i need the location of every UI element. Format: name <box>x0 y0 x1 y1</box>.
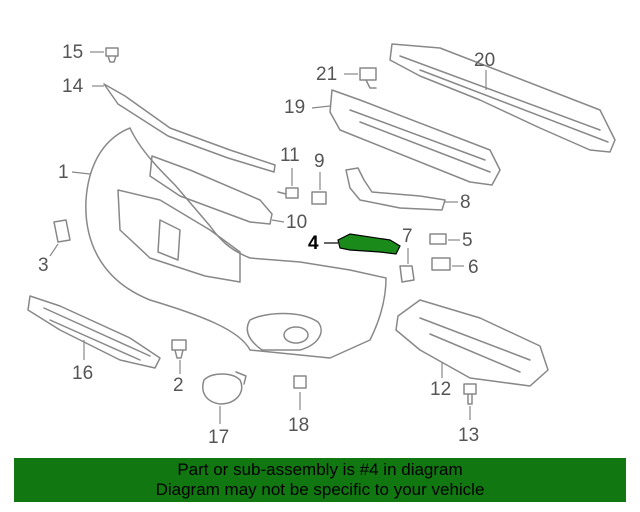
banner-line-1: Part or sub-assembly is #4 in diagram <box>177 460 463 479</box>
callout-17: 17 <box>208 427 230 448</box>
part-19-energy-absorber <box>329 89 501 186</box>
part-13-bolt <box>463 383 477 405</box>
info-banner: Part or sub-assembly is #4 in diagram Di… <box>14 458 626 502</box>
part-17-fog-lamp-bezel <box>202 371 247 405</box>
leader-19 <box>311 105 331 109</box>
parts-diagram <box>27 43 616 424</box>
leader-10 <box>271 219 285 223</box>
callout-8: 8 <box>460 192 471 213</box>
callout-3: 3 <box>38 255 49 276</box>
callout-6: 6 <box>468 257 479 278</box>
callout-18: 18 <box>288 415 310 436</box>
callout-14: 14 <box>62 76 84 97</box>
banner-line-2: Diagram may not be specific to your vehi… <box>155 480 485 499</box>
callout-1: 1 <box>58 162 69 183</box>
part-9-nut <box>311 191 327 205</box>
part-7-clip <box>399 265 415 283</box>
part-12-under-cover <box>395 299 549 387</box>
callout-15: 15 <box>62 42 84 63</box>
callout-2: 2 <box>173 375 184 396</box>
callout-21: 21 <box>316 64 338 85</box>
callout-12: 12 <box>430 379 452 400</box>
callout-13: 13 <box>458 425 480 446</box>
part-8-side-bracket <box>345 167 446 211</box>
part-6-bolt <box>431 257 451 271</box>
part-18-clip <box>293 375 307 389</box>
part-20-reinforcement-beam <box>389 43 616 153</box>
part-21-bolt <box>359 67 377 89</box>
part-4-bracket-highlighted <box>337 233 401 255</box>
part-10-bracket <box>149 155 273 225</box>
part-2-clip <box>171 339 187 359</box>
part-11-bolt <box>277 187 299 199</box>
callout-4: 4 <box>308 233 319 254</box>
part-16-lower-grille <box>27 295 161 369</box>
callout-20: 20 <box>474 50 496 71</box>
part-5-bolt <box>429 233 447 245</box>
leader-1 <box>71 171 91 175</box>
callout-5: 5 <box>462 230 473 251</box>
part-1-bumper-cover <box>85 127 387 359</box>
callout-19: 19 <box>284 97 306 118</box>
callout-10: 10 <box>286 212 308 233</box>
part-15-clip <box>105 47 119 63</box>
part-14-upper-molding <box>103 83 276 173</box>
callout-9: 9 <box>314 151 325 172</box>
leader-3 <box>49 243 59 257</box>
part-3-cap <box>53 219 71 243</box>
callout-7: 7 <box>402 226 413 247</box>
callout-16: 16 <box>72 363 94 384</box>
callout-11: 11 <box>280 145 300 166</box>
